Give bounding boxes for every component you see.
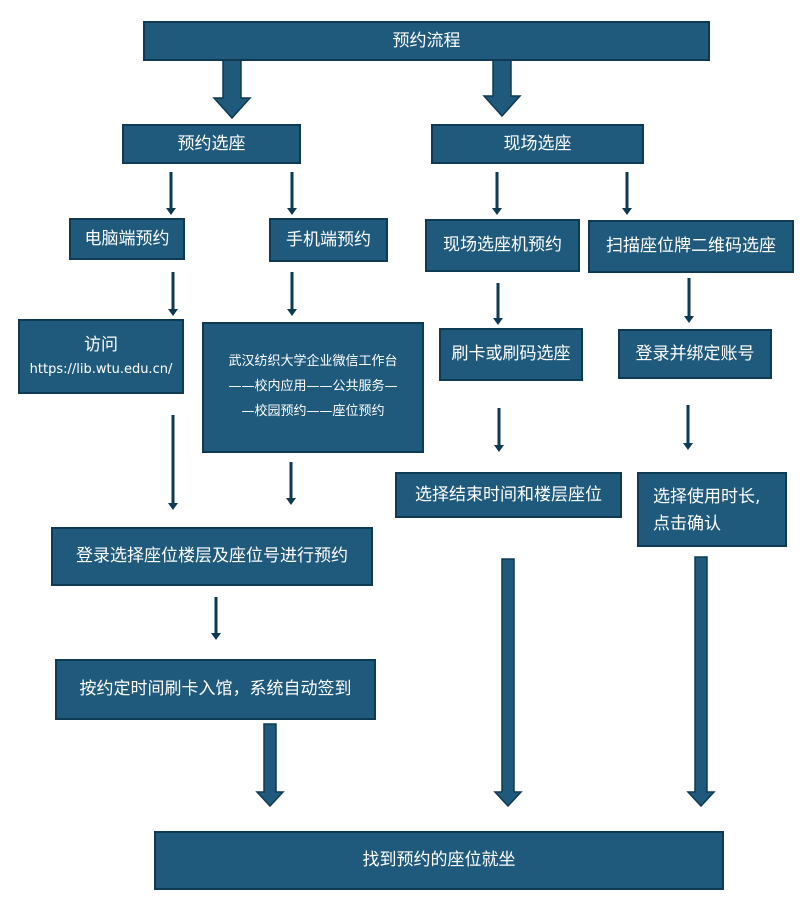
kiosk-reserve-box: 现场选座机预约 bbox=[425, 219, 580, 272]
reserve-seat-label: 预约选座 bbox=[177, 133, 246, 154]
visit-url: https://lib.wtu.edu.cn/ bbox=[29, 362, 173, 378]
arrow-wechat-to-login bbox=[286, 462, 296, 505]
onsite-seat-box: 现场选座 bbox=[431, 124, 644, 164]
mobile-reserve-label: 手机端预约 bbox=[286, 229, 371, 250]
login-reserve-label: 登录选择座位楼层及座位号进行预约 bbox=[76, 546, 348, 567]
arrow-duration-to-final bbox=[686, 556, 716, 808]
arrow-onsite-to-qr bbox=[622, 172, 632, 215]
arrow-mobile-to-wechat bbox=[287, 272, 297, 316]
final-seat-box: 找到预约的座位就坐 bbox=[154, 831, 724, 890]
checkin-label: 按约定时间刷卡入馆，系统自动签到 bbox=[79, 679, 352, 700]
visit-label: 访问 bbox=[84, 334, 118, 355]
onsite-seat-label: 现场选座 bbox=[503, 133, 572, 154]
arrow-choose-to-final bbox=[493, 558, 523, 808]
arrow-reserve-to-pc bbox=[166, 172, 176, 215]
final-seat-label: 找到预约的座位就坐 bbox=[362, 850, 516, 871]
arrow-checkin-to-final bbox=[255, 723, 285, 808]
arrow-onsite-to-kiosk bbox=[492, 172, 502, 215]
wechat-path-box: 武汉纺织大学企业微信工作台 ——校内应用——公共服务— —校园预约——座位预约 bbox=[202, 322, 424, 453]
arrow-visit-to-login bbox=[168, 415, 178, 510]
visit-url-box: 访问 https://lib.wtu.edu.cn/ bbox=[18, 319, 184, 394]
choose-time-label: 选择结束时间和楼层座位 bbox=[415, 484, 602, 505]
arrow-reserve-to-mobile bbox=[287, 172, 297, 215]
login-reserve-box: 登录选择座位楼层及座位号进行预约 bbox=[51, 527, 373, 586]
checkin-box: 按约定时间刷卡入馆，系统自动签到 bbox=[55, 659, 376, 720]
pc-reserve-box: 电脑端预约 bbox=[69, 218, 185, 260]
choose-duration-line1: 选择使用时长, bbox=[653, 487, 761, 507]
qr-seat-box: 扫描座位牌二维码选座 bbox=[588, 220, 794, 273]
wechat-path-line3: —校园预约——座位预约 bbox=[241, 403, 385, 419]
arrow-pc-to-visit bbox=[168, 272, 178, 316]
bind-account-box: 登录并绑定账号 bbox=[618, 329, 772, 379]
bind-account-label: 登录并绑定账号 bbox=[635, 343, 755, 364]
choose-duration-line2: 点击确认 bbox=[653, 514, 721, 535]
wechat-path-line1: 武汉纺织大学企业微信工作台 bbox=[228, 354, 398, 370]
arrow-bind-to-duration bbox=[683, 405, 693, 450]
mobile-reserve-box: 手机端预约 bbox=[269, 218, 388, 262]
kiosk-reserve-label: 现场选座机预约 bbox=[443, 235, 562, 256]
swipe-seat-box: 刷卡或刷码选座 bbox=[439, 328, 583, 381]
choose-time-box: 选择结束时间和楼层座位 bbox=[395, 472, 622, 518]
swipe-seat-label: 刷卡或刷码选座 bbox=[451, 344, 571, 365]
root-box: 预约流程 bbox=[143, 21, 710, 61]
arrow-swipe-to-choose bbox=[494, 408, 504, 452]
qr-seat-label: 扫描座位牌二维码选座 bbox=[606, 236, 776, 257]
arrow-qr-to-bind bbox=[684, 278, 694, 323]
choose-duration-box: 选择使用时长, 点击确认 bbox=[637, 472, 787, 547]
arrow-kiosk-to-swipe bbox=[493, 283, 503, 325]
pc-reserve-label: 电脑端预约 bbox=[84, 228, 170, 249]
wechat-path-line2: ——校内应用——公共服务— bbox=[228, 379, 398, 395]
root-label: 预约流程 bbox=[392, 30, 461, 51]
arrow-login-to-checkin bbox=[211, 597, 221, 640]
reserve-seat-box: 预约选座 bbox=[122, 124, 301, 164]
